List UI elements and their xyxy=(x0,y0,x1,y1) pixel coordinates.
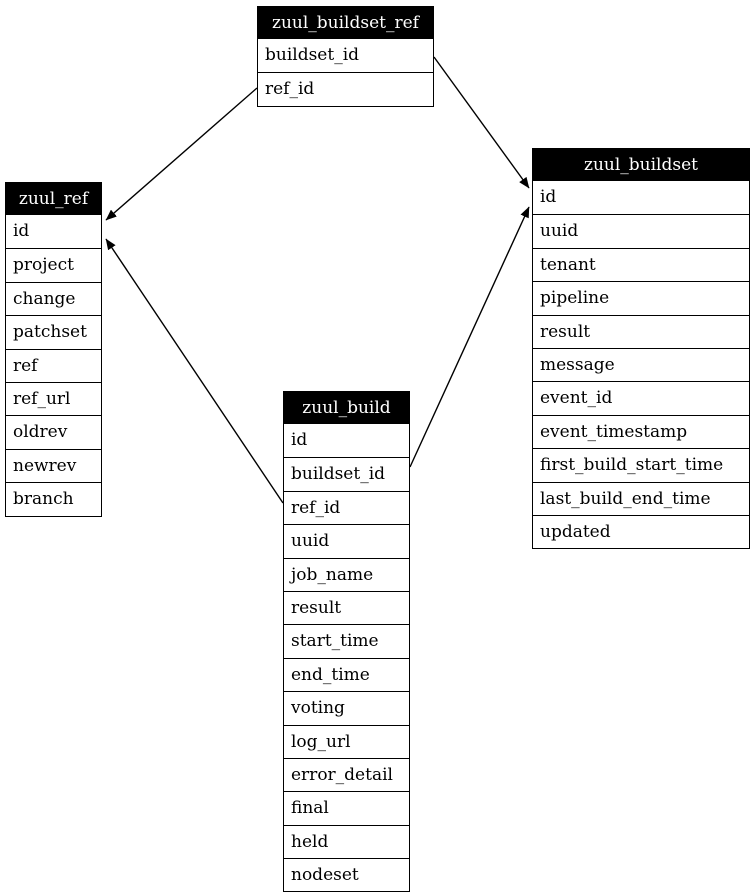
entity-field[interactable]: oldrev xyxy=(6,415,101,449)
entity-field[interactable]: id xyxy=(533,181,749,215)
relationship-edge xyxy=(105,238,284,504)
entity-field[interactable]: log_url xyxy=(284,724,409,758)
entity-field[interactable]: branch xyxy=(6,482,101,516)
entity-field[interactable]: project xyxy=(6,248,101,282)
entity-field[interactable]: job_name xyxy=(284,557,409,591)
entity-field[interactable]: final xyxy=(284,791,409,825)
entity-field[interactable]: nodeset xyxy=(284,858,409,892)
entity-title: zuul_ref xyxy=(6,183,101,215)
entity-field[interactable]: uuid xyxy=(533,214,749,248)
entity-field[interactable]: voting xyxy=(284,691,409,725)
entity-field[interactable]: result xyxy=(533,314,749,348)
entity-field[interactable]: id xyxy=(284,424,409,458)
entity-field[interactable]: ref_id xyxy=(258,72,433,106)
entity-field[interactable]: event_timestamp xyxy=(533,414,749,449)
entity-field[interactable]: held xyxy=(284,824,409,859)
entity-field[interactable]: ref xyxy=(6,348,101,382)
entity-field[interactable]: result xyxy=(284,590,409,625)
entity-title: zuul_buildset_ref xyxy=(258,7,433,39)
entity-field[interactable]: uuid xyxy=(284,524,409,558)
entity-field[interactable]: tenant xyxy=(533,247,749,282)
entity-field[interactable]: ref_id xyxy=(284,490,409,525)
relationship-edge xyxy=(105,87,258,221)
entity-field[interactable]: patchset xyxy=(6,315,101,349)
entity-title: zuul_build xyxy=(284,392,409,424)
entity-field[interactable]: id xyxy=(6,215,101,249)
entity-field[interactable]: ref_url xyxy=(6,381,101,416)
entity-field[interactable]: message xyxy=(533,347,749,382)
entity-field[interactable]: end_time xyxy=(284,657,409,692)
entity-field[interactable]: pipeline xyxy=(533,281,749,315)
relationship-edge xyxy=(409,206,530,468)
entity-field[interactable]: last_build_end_time xyxy=(533,481,749,515)
relationship-edge xyxy=(433,56,530,189)
entity-field[interactable]: change xyxy=(6,281,101,316)
entity-title: zuul_buildset xyxy=(533,149,749,181)
entity-field[interactable]: buildset_id xyxy=(258,39,433,73)
entity-field[interactable]: newrev xyxy=(6,448,101,483)
entity-field[interactable]: error_detail xyxy=(284,757,409,792)
entity-field[interactable]: first_build_start_time xyxy=(533,448,749,482)
entity-field[interactable]: updated xyxy=(533,514,749,549)
entity-field[interactable]: buildset_id xyxy=(284,457,409,491)
entity-field[interactable]: start_time xyxy=(284,624,409,658)
entity-field[interactable]: event_id xyxy=(533,381,749,415)
